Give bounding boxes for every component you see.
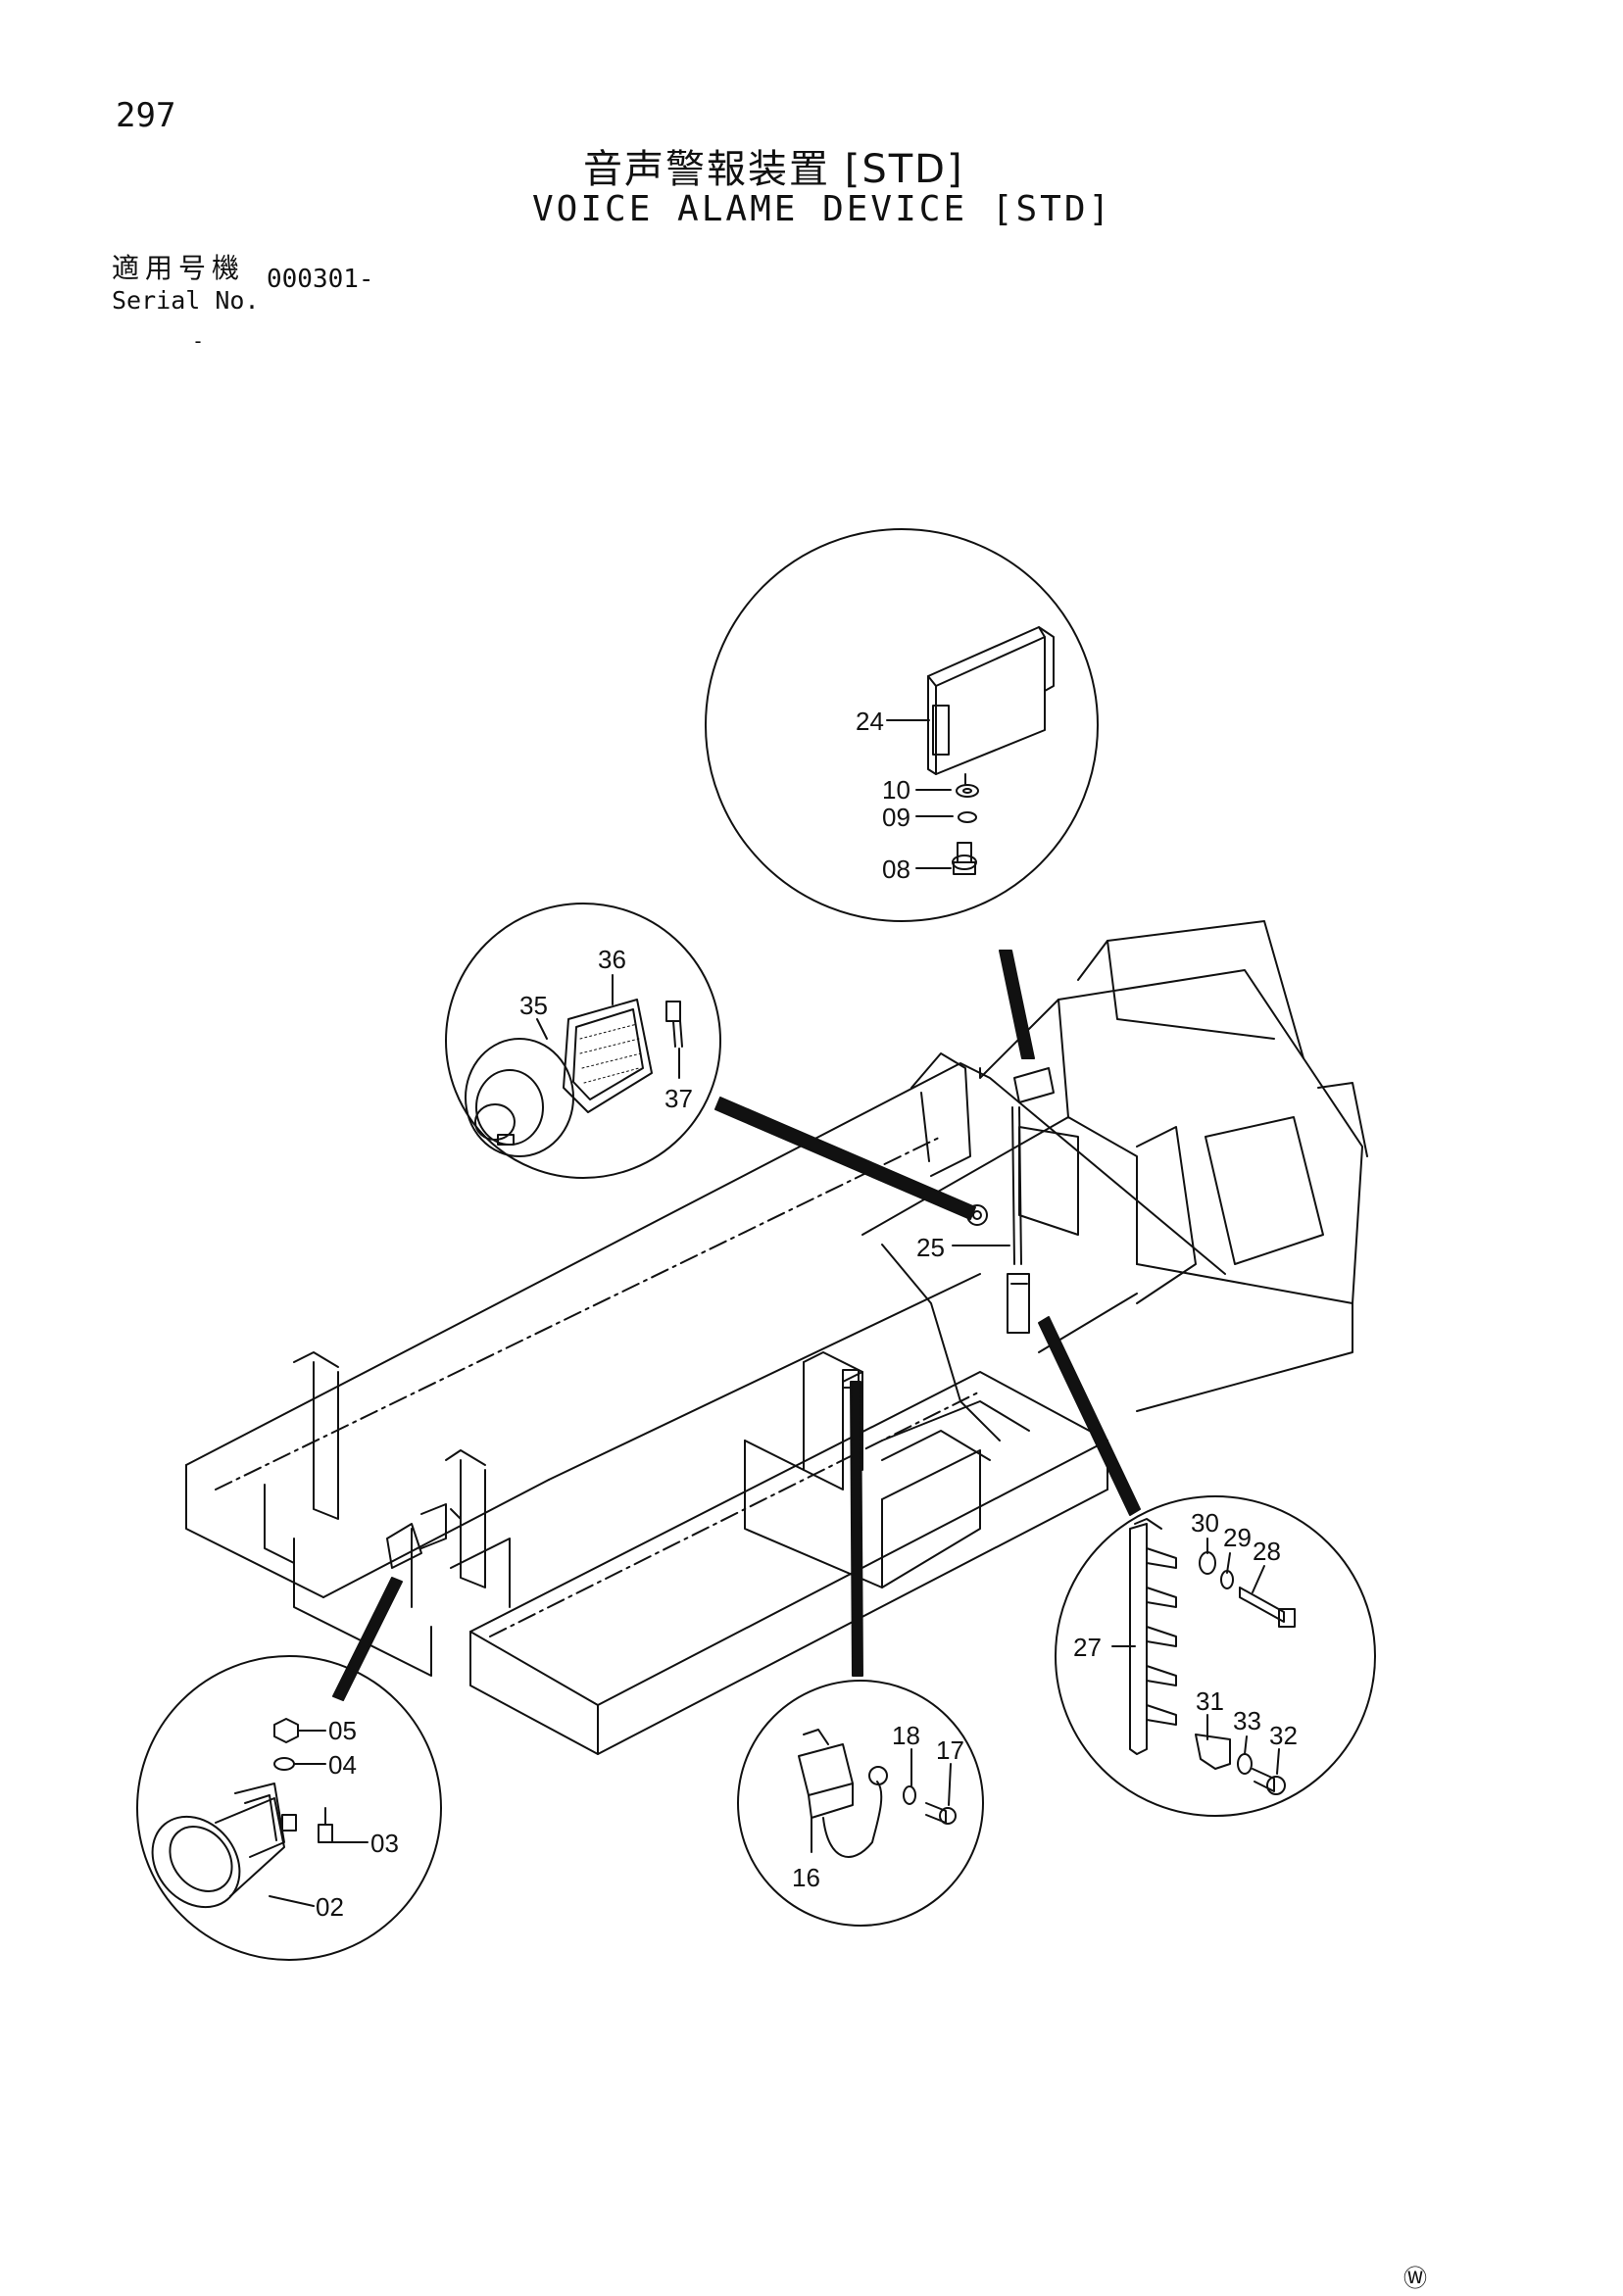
callout-16: 16 — [792, 1863, 820, 1892]
callout-32: 32 — [1269, 1721, 1298, 1750]
page-number: 297 — [116, 96, 176, 135]
connector-block — [1007, 1273, 1030, 1334]
horn-on-body — [386, 1503, 447, 1569]
callout-09: 09 — [882, 803, 910, 832]
serial-dash: - — [192, 329, 205, 353]
leader-lines — [332, 950, 1141, 1701]
page-title-japanese: 音声警報装置 [STD] — [583, 147, 964, 192]
callout-17: 17 — [936, 1735, 964, 1765]
controller-on-cab — [1013, 1067, 1055, 1103]
callout-27: 27 — [1073, 1633, 1102, 1662]
detail-circle-harness-clamp: 30 29 28 27 31 33 32 — [1055, 1495, 1376, 1817]
detail-circle-relay: 18 17 16 — [737, 1680, 984, 1927]
callout-30: 30 — [1191, 1508, 1219, 1538]
callout-05: 05 — [328, 1716, 357, 1745]
callout-04: 04 — [328, 1750, 357, 1780]
callout-29: 29 — [1223, 1523, 1252, 1552]
publisher-mark: Ⓦ — [1403, 2265, 1427, 2292]
serial-label-japanese: 適用号機 — [112, 252, 246, 284]
detail-circle-controller: 24 10 09 08 — [705, 528, 1099, 922]
harness-25 — [1011, 1106, 1022, 1265]
callout-25: 25 — [916, 1233, 945, 1262]
callout-group-25: 25 — [916, 1233, 1010, 1262]
serial-label-english: Serial No. — [112, 286, 260, 315]
detail-circle-speaker: 36 35 37 — [445, 903, 721, 1179]
detail-circle-horn: 05 04 03 02 — [136, 1655, 442, 1961]
callout-33: 33 — [1233, 1706, 1261, 1735]
callout-10: 10 — [882, 775, 910, 805]
callout-28: 28 — [1253, 1537, 1281, 1566]
callout-18: 18 — [892, 1721, 920, 1750]
page-title-english: VOICE ALAME DEVICE [STD] — [532, 189, 1113, 229]
callout-35: 35 — [519, 991, 548, 1020]
excavator-body-outline — [185, 920, 1368, 1755]
callout-37: 37 — [664, 1084, 693, 1113]
callout-36: 36 — [598, 945, 626, 974]
callout-31: 31 — [1196, 1686, 1224, 1716]
callout-03: 03 — [370, 1829, 399, 1858]
callout-08: 08 — [882, 855, 910, 884]
serial-number-value: 000301- — [267, 265, 374, 294]
callout-02: 02 — [316, 1892, 344, 1922]
callout-24: 24 — [856, 707, 884, 736]
